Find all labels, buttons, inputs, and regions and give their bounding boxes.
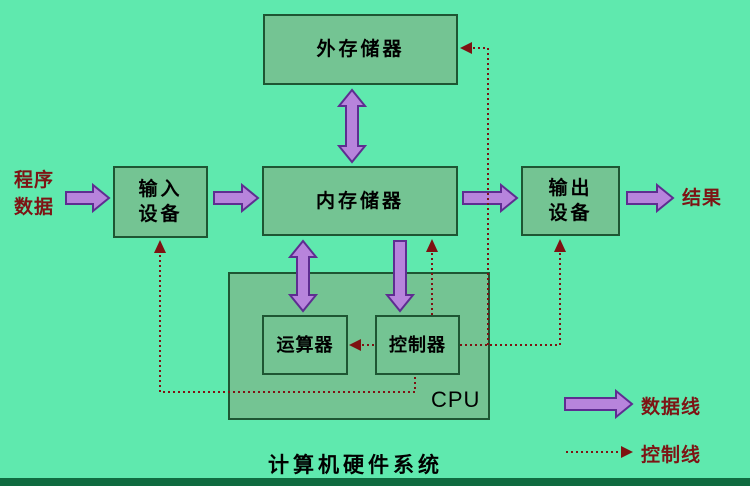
box-alu-label: 运算器 [276,334,334,355]
box-output-device-label-line1: 输出 [548,178,593,199]
data-arrow-memory-to-output [462,182,519,214]
box-main-memory: 内存储器 [262,166,458,236]
legend-data-arrow-icon [564,388,634,420]
box-output-device: 输出 设备 [521,166,620,236]
result-annotation: 结果 [682,188,723,209]
box-alu: 运算器 [262,315,348,375]
legend-data-line-label: 数据线 [641,397,702,418]
data-arrow-memory-external-bidirectional [336,88,368,164]
box-external-storage-label: 外存储器 [316,39,405,60]
legend-control-line-label: 控制线 [641,445,702,466]
box-input-device-label-line2: 设备 [138,204,183,225]
data-arrow-input-to-memory [213,182,260,214]
diagram-title: 计算机硬件系统 [268,454,443,477]
bottom-bar [0,478,750,486]
cpu-label: CPU [431,387,481,412]
box-main-memory-label: 内存储器 [315,190,404,212]
data-arrow-program-to-input [65,182,111,214]
program-data-line1: 程序 [14,170,55,191]
legend-control-line-icon [566,446,633,458]
program-data-annotation: 程序 数据 [14,167,54,221]
box-control-unit: 控制器 [375,315,460,375]
box-input-device: 输入 设备 [113,166,208,238]
box-output-device-label-line2: 设备 [548,203,593,224]
program-data-line2: 数据 [14,197,55,218]
box-input-device-label-line1: 输入 [138,179,183,200]
box-external-storage: 外存储器 [263,14,458,85]
data-arrow-output-to-result [626,182,675,214]
box-control-unit-label: 控制器 [389,334,446,355]
